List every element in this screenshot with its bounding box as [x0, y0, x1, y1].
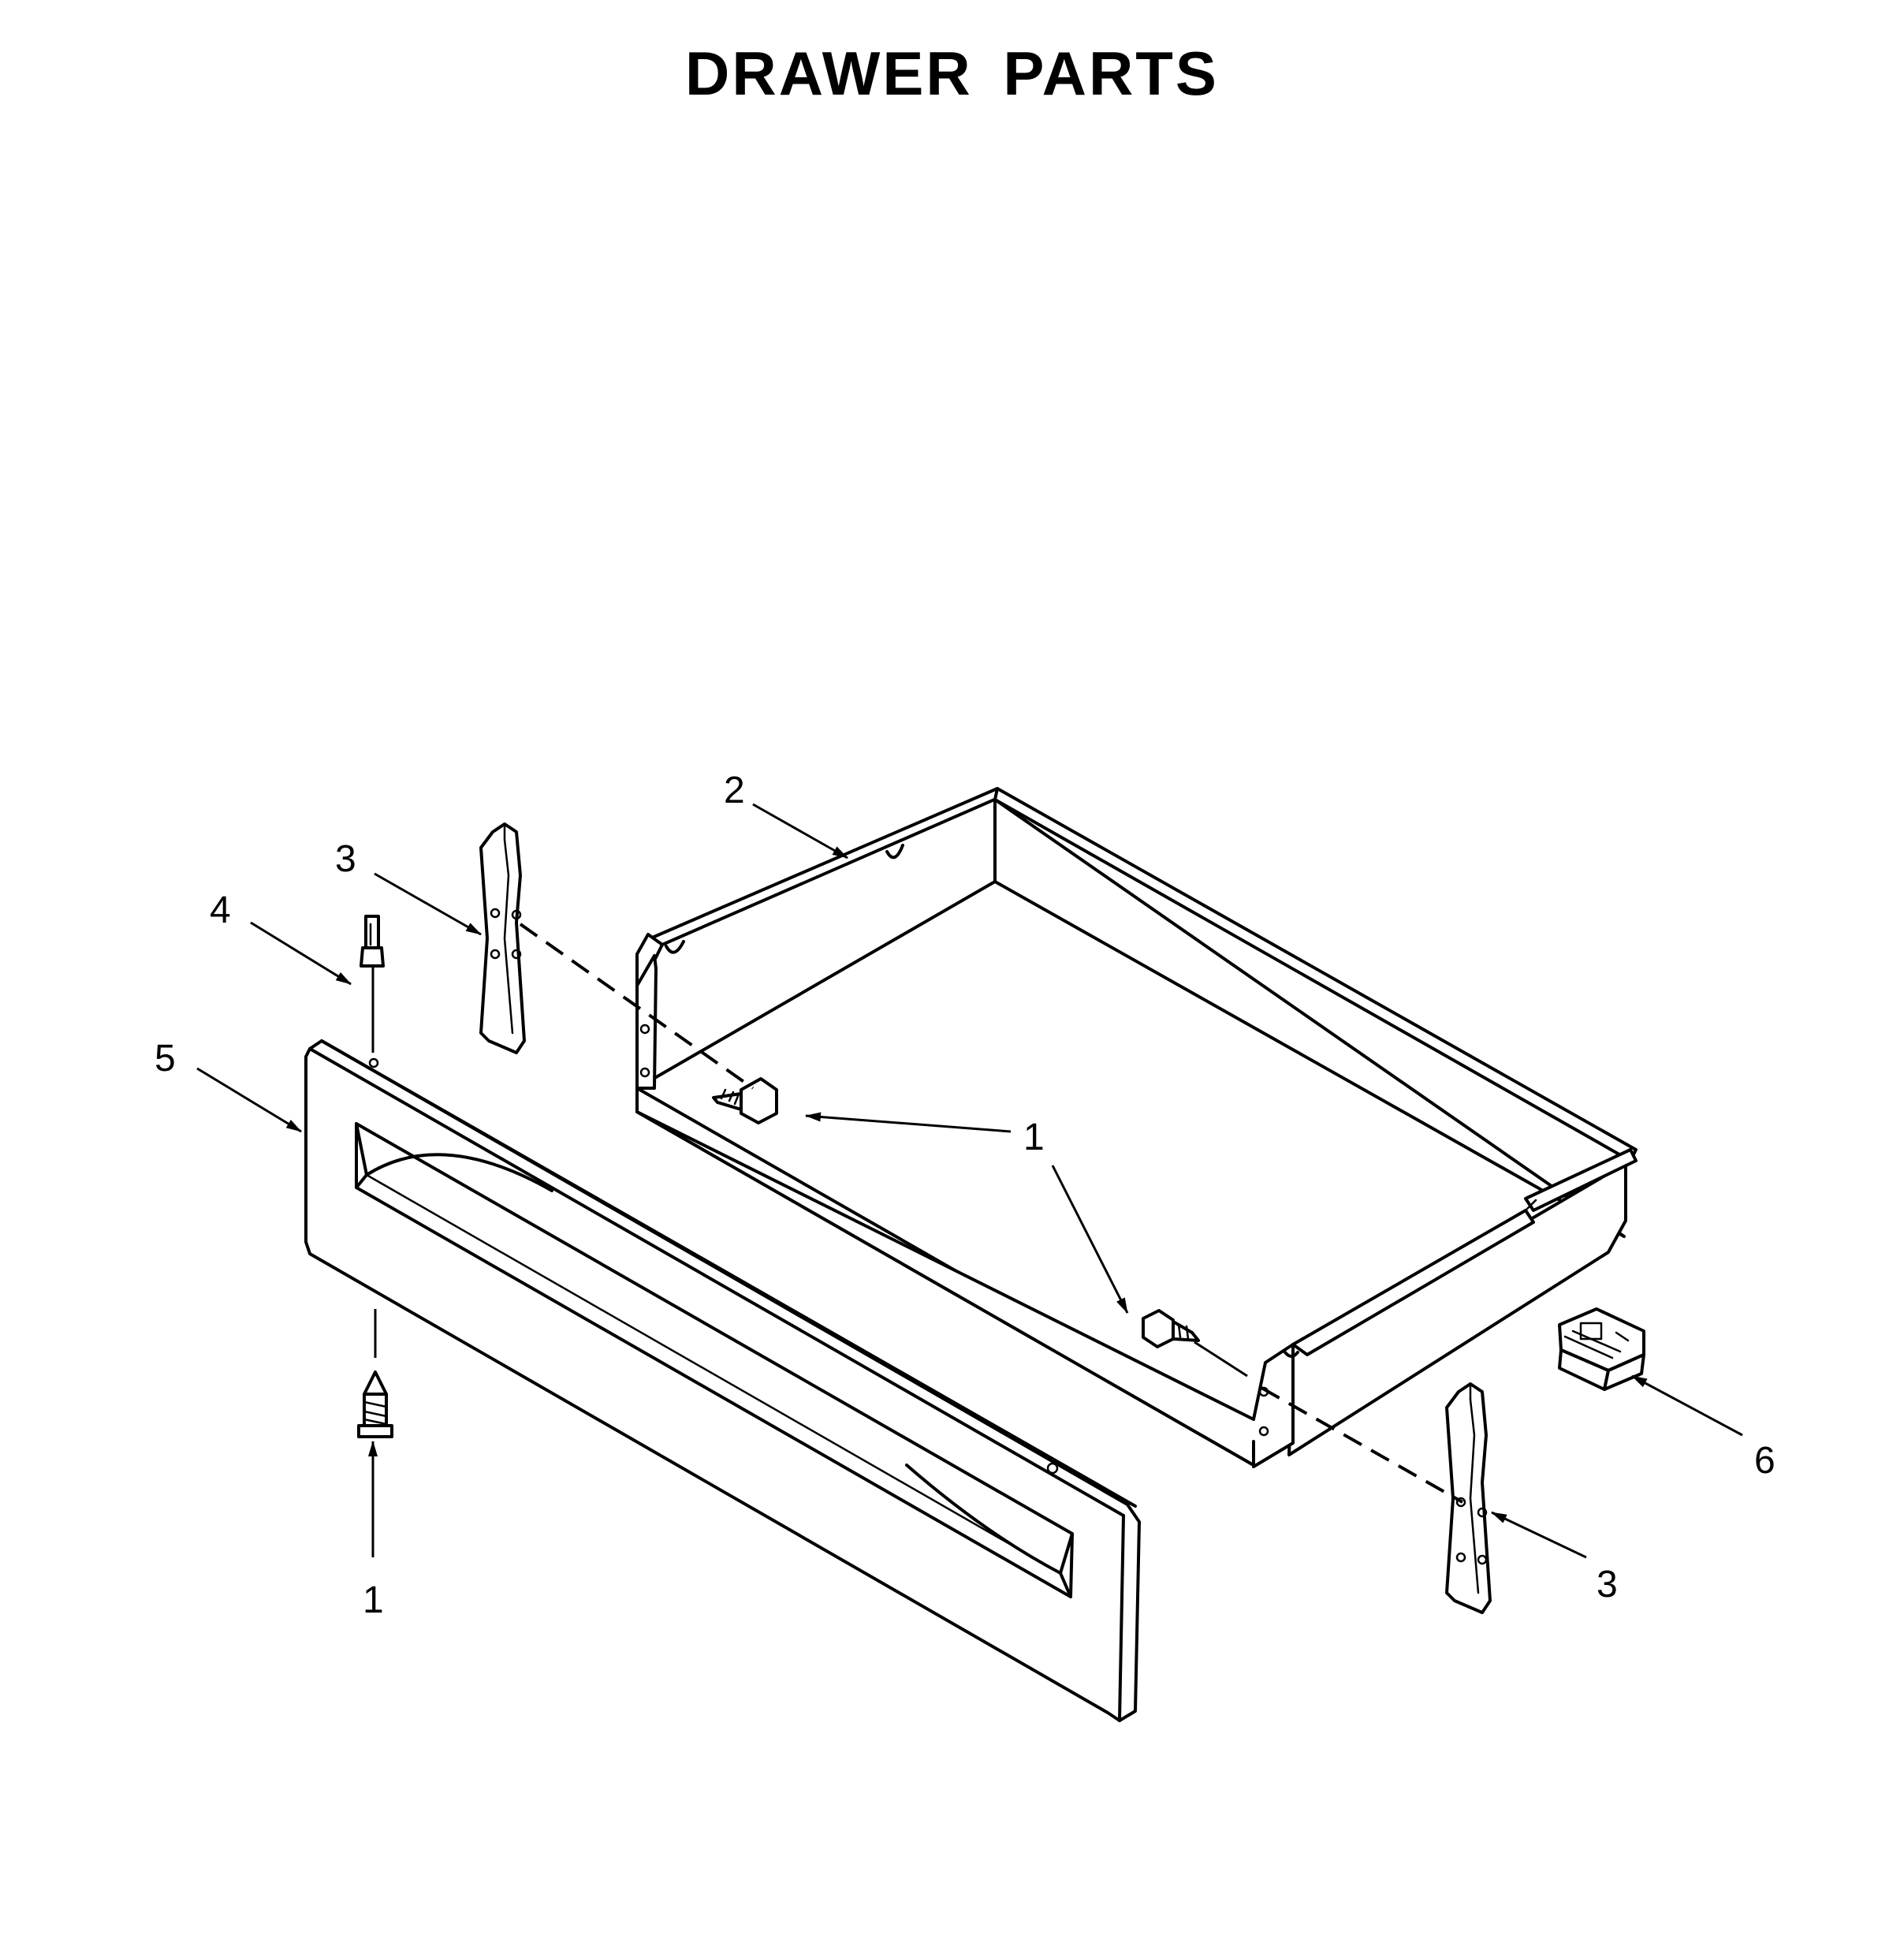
callout-2: 2 [724, 770, 745, 811]
screw-bottom-left [357, 1370, 393, 1438]
callout-6: 6 [1754, 1440, 1775, 1482]
leader-3-left [374, 872, 482, 936]
leader-1-top [805, 1112, 1012, 1133]
callout-5: 5 [155, 1038, 176, 1080]
callout-3-right: 3 [1597, 1564, 1618, 1605]
drawer-clip [1558, 1307, 1645, 1391]
drawer-tray [635, 787, 1638, 1468]
drawer-front-panel [304, 1039, 1141, 1722]
leader-1-right [1051, 1165, 1129, 1314]
leader-4 [250, 921, 352, 986]
callout-1-top: 1 [1023, 1117, 1045, 1158]
leader-3-right [1491, 1511, 1587, 1559]
screw-top-center [712, 1077, 778, 1124]
slide-bracket-left [479, 822, 526, 1054]
leader-2 [752, 803, 848, 859]
assembly-line-right [1261, 1386, 1463, 1504]
pin [360, 915, 385, 968]
callout-4: 4 [210, 889, 231, 931]
leader-6 [1631, 1374, 1743, 1437]
assembly-line-left [519, 923, 755, 1090]
page-title: DRAWER PARTS [685, 39, 1219, 108]
callout-3-left: 3 [335, 838, 356, 880]
slide-bracket-right [1445, 1382, 1492, 1614]
callout-1-bottom: 1 [363, 1579, 384, 1621]
screw-right-center [1142, 1309, 1200, 1348]
leader-5 [196, 1067, 302, 1133]
